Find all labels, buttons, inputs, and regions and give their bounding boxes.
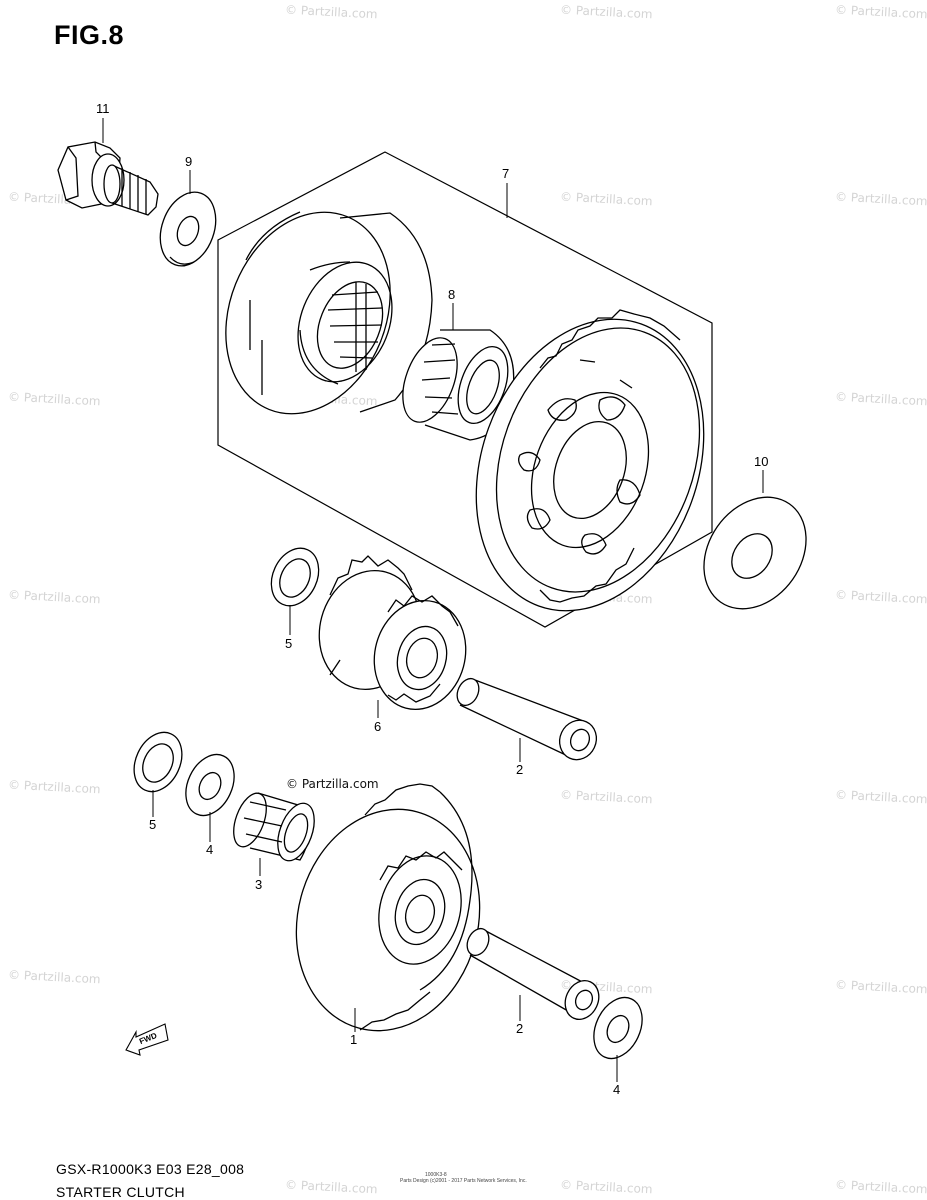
leader-lines	[102, 118, 764, 1082]
needle-bearing-part-3	[233, 792, 315, 862]
washer-part-9	[159, 191, 217, 267]
washer-part-4-lower	[593, 996, 643, 1060]
bolt-part	[57, 141, 159, 216]
callout-7: 7	[502, 166, 510, 181]
shim-part-5-lower	[133, 731, 183, 793]
legal-code: 1000K3-8	[425, 1172, 447, 1178]
callout-4-lower: 4	[613, 1082, 621, 1097]
shaft-part-2-upper	[456, 677, 598, 761]
watermark-center: © Partzilla.com	[286, 777, 379, 791]
callout-3: 3	[255, 877, 263, 892]
needle-bearing-part-8	[402, 329, 515, 441]
legal-notice: Parts Design (c)2001 - 2017 Parts Networ…	[400, 1178, 527, 1184]
idle-gear-part-6	[318, 555, 467, 711]
callout-11: 11	[96, 101, 110, 116]
callout-5-upper: 5	[285, 636, 293, 651]
assembly-outline	[217, 151, 713, 628]
callout-6: 6	[374, 719, 382, 734]
figure-title: FIG.8	[54, 20, 125, 50]
callout-2-lower: 2	[516, 1021, 524, 1036]
callout-2-upper: 2	[516, 762, 524, 777]
driven-gear-part-1	[295, 783, 481, 1032]
starter-gear-large	[475, 309, 705, 612]
callout-10: 10	[754, 454, 769, 469]
section-title: STARTER CLUTCH	[56, 1184, 185, 1200]
callout-5-lower: 5	[149, 817, 157, 832]
callout-1: 1	[350, 1032, 358, 1047]
clutch-housing-part	[225, 211, 433, 415]
callout-8: 8	[448, 287, 456, 302]
callout-9: 9	[185, 154, 193, 169]
model-code: GSX-R1000K3 E03 E28_008	[56, 1161, 245, 1177]
shaft-part-2-lower	[466, 927, 600, 1020]
callout-4-upper: 4	[206, 842, 214, 857]
washer-part-10	[703, 496, 807, 610]
washer-part-4-upper	[185, 753, 235, 817]
fwd-arrow-icon	[125, 1023, 169, 1056]
shim-part-5-upper	[270, 547, 320, 607]
